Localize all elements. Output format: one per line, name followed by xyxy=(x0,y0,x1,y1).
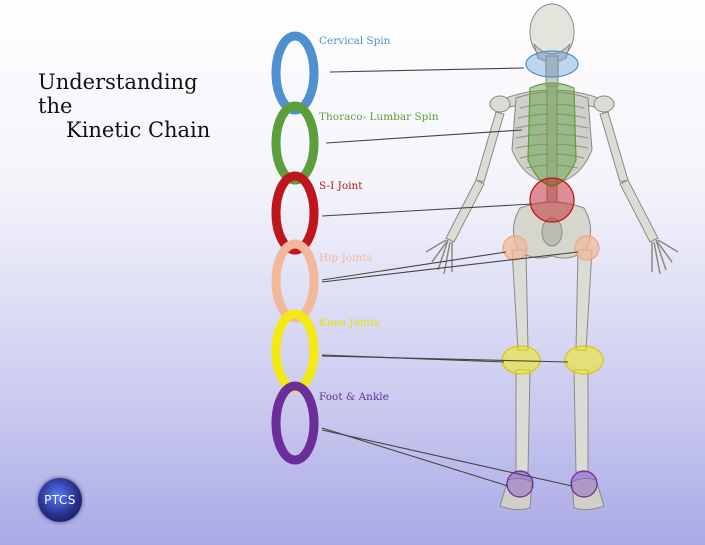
label-foot: Foot & Ankle xyxy=(319,391,389,403)
si-highlight xyxy=(529,177,575,223)
title-line-1: Understanding the xyxy=(38,70,198,118)
diagram-title: Understanding the Kinetic Chain xyxy=(38,70,238,142)
logo-text: PTCS xyxy=(44,493,76,507)
chain-link-hip xyxy=(271,239,319,323)
chain-link-knee xyxy=(271,309,319,393)
label-thoraco: Thoraco- Lumbar Spin xyxy=(319,111,439,123)
connector-lines xyxy=(321,67,579,487)
hip-highlight-left xyxy=(502,235,528,261)
hip-highlight-right xyxy=(574,235,600,261)
ankle-highlight-right xyxy=(570,470,598,498)
thoraco-highlight xyxy=(527,82,577,187)
chain-link-foot xyxy=(271,381,319,465)
ptcs-logo: PTCS xyxy=(38,478,82,522)
label-cervical: Cervical Spin xyxy=(319,35,391,47)
ankle-highlight-left xyxy=(506,470,534,498)
cervical-highlight xyxy=(525,50,579,78)
chain-link-si xyxy=(271,171,319,255)
label-si: S-I Joint xyxy=(319,180,363,192)
chain-link-cervical xyxy=(271,31,319,115)
label-hip: Hip Joints xyxy=(319,252,372,264)
title-line-2: Kinetic Chain xyxy=(66,118,211,142)
chain-links xyxy=(271,31,319,465)
joint-highlights xyxy=(501,50,604,498)
skeleton-figure xyxy=(425,3,679,511)
chain-link-thoraco xyxy=(271,101,319,185)
label-knee: Knee Joints xyxy=(319,317,380,329)
knee-highlight-right xyxy=(564,345,604,375)
